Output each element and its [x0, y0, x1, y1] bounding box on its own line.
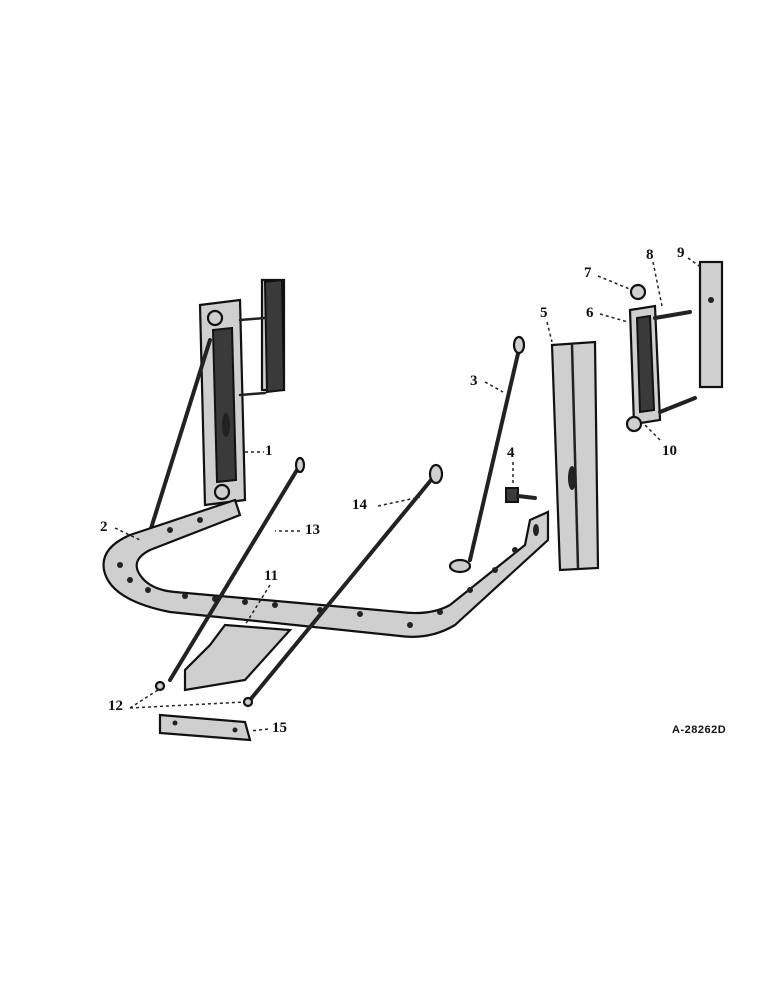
part-3-brace-rod-right	[468, 343, 522, 562]
callout-4: 4	[507, 445, 515, 461]
callout-7: 7	[584, 265, 592, 281]
callout-3: 3	[470, 373, 478, 389]
callout-1: 1	[265, 443, 273, 459]
part-7-nut	[629, 283, 647, 301]
part-13-rod	[168, 463, 302, 682]
part-4-bolt	[505, 487, 537, 503]
part-8-stud-lower	[658, 396, 697, 414]
callout-10: 10	[662, 443, 677, 459]
callout-8: 8	[646, 247, 654, 263]
main-u-frame	[102, 498, 550, 638]
part-11-plate	[183, 623, 293, 692]
part-14-rod	[248, 472, 438, 702]
part-1-upright-bracket	[198, 278, 286, 507]
callout-12: 12	[108, 698, 123, 714]
callout-15: 15	[272, 720, 287, 736]
part-9-spacer-bar	[698, 260, 724, 389]
part-6-clamp-bracket	[628, 304, 662, 426]
callout-13: 13	[305, 522, 320, 538]
part-12-washer	[154, 680, 166, 692]
part-8-stud-upper	[653, 310, 692, 320]
callout-2: 2	[100, 519, 108, 535]
callout-5: 5	[540, 305, 548, 321]
part-15-flat-bar	[158, 713, 252, 742]
part-2-brace-rod-left	[146, 338, 212, 540]
callout-11: 11	[264, 568, 279, 584]
part-5-channel	[550, 340, 600, 572]
callout-14: 14	[352, 497, 367, 513]
figure-code: A-28262D	[672, 724, 727, 736]
callout-6: 6	[586, 305, 594, 321]
callout-9: 9	[677, 245, 685, 261]
part-10-nut	[625, 415, 643, 433]
